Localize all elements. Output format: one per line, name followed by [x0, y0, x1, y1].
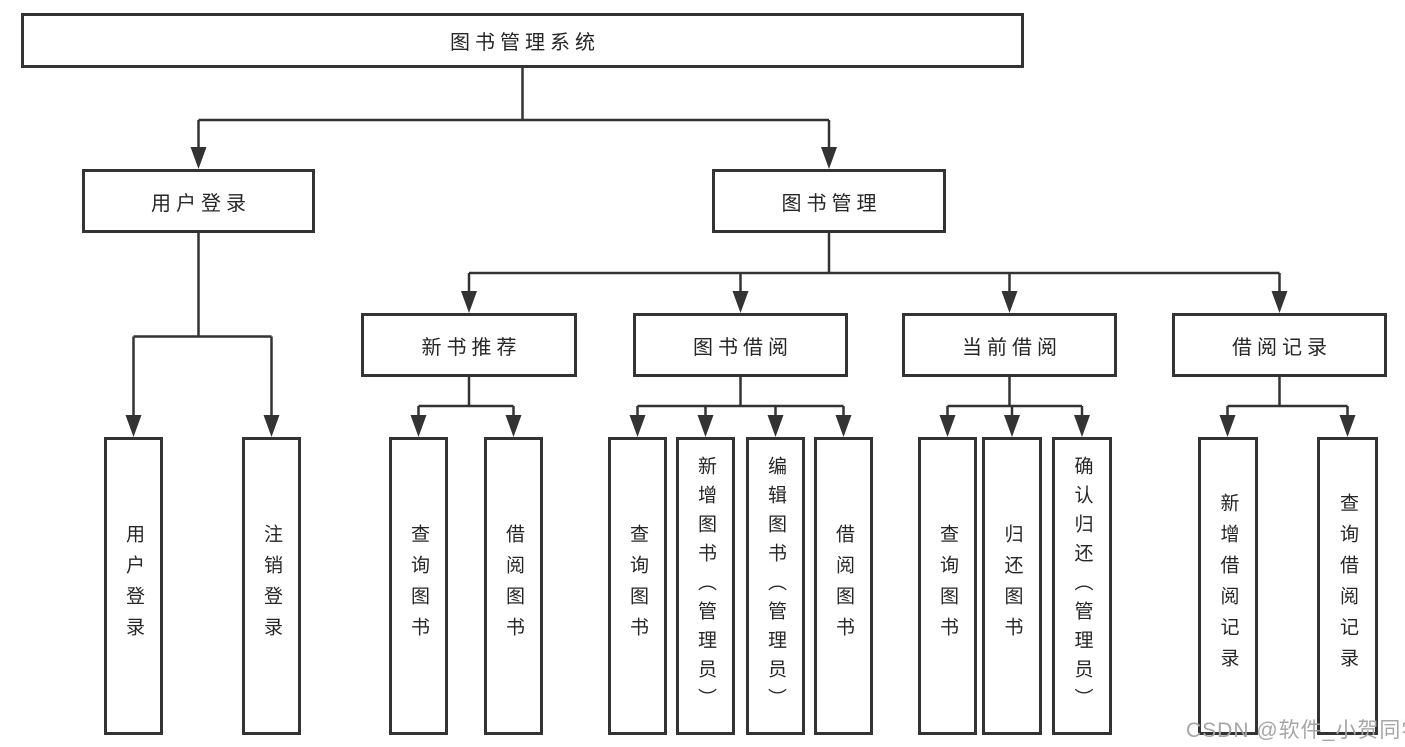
leaf-borrow-books: 借阅图书 — [814, 437, 873, 735]
node-label: 当前借阅 — [962, 336, 1062, 359]
node-new-book-recommendation: 新书推荐 — [361, 313, 577, 377]
leaf-add-borrow-record: 新增借阅记录 — [1198, 437, 1258, 735]
leaf-query-books-current: 查询图书 — [918, 437, 977, 735]
leaf-edit-book-admin: 编辑图书（管理员） — [746, 437, 805, 735]
leaf-borrow-books-recommend: 借阅图书 — [484, 437, 543, 735]
node-label: 用户登录 — [151, 192, 251, 215]
node-borrowing-records: 借阅记录 — [1172, 313, 1387, 377]
node-label: 借阅记录 — [1232, 336, 1332, 359]
node-library-management-system: 图书管理系统 — [21, 13, 1024, 68]
node-label: 图书管理 — [781, 192, 882, 215]
node-label: 确认归还（管理员） — [1071, 455, 1093, 717]
node-label: 查询图书 — [937, 524, 958, 648]
node-book-management: 图书管理 — [712, 169, 946, 233]
node-label: 查询图书 — [408, 524, 429, 648]
node-label: 借阅图书 — [503, 524, 524, 648]
node-label: 注销登录 — [261, 524, 282, 648]
leaf-logout: 注销登录 — [242, 437, 301, 735]
leaf-query-books-recommend: 查询图书 — [389, 437, 448, 735]
leaf-add-book-admin: 新增图书（管理员） — [676, 437, 735, 735]
node-label: 新书推荐 — [421, 336, 522, 359]
node-book-borrowing: 图书借阅 — [633, 313, 848, 377]
leaf-query-books-borrowing: 查询图书 — [608, 437, 667, 735]
node-label: 借阅图书 — [833, 524, 854, 648]
node-label: 查询借阅记录 — [1337, 493, 1358, 679]
leaf-user-login: 用户登录 — [104, 437, 163, 735]
node-current-borrowing: 当前借阅 — [902, 313, 1117, 377]
node-label: 查询图书 — [627, 524, 648, 648]
leaf-query-borrow-record: 查询借阅记录 — [1317, 437, 1378, 735]
node-label: 图书管理系统 — [450, 32, 600, 54]
node-user-login: 用户登录 — [82, 169, 315, 233]
leaf-confirm-return-admin: 确认归还（管理员） — [1052, 437, 1112, 735]
node-label: 编辑图书（管理员） — [765, 455, 786, 717]
node-label: 归还图书 — [1001, 524, 1023, 648]
node-label: 新增图书（管理员） — [695, 455, 716, 717]
node-label: 新增借阅记录 — [1217, 493, 1239, 679]
csdn-watermark: CSDN @软件_小贺同学 — [1186, 719, 1405, 742]
node-label: 用户登录 — [123, 524, 144, 648]
leaf-return-book: 归还图书 — [982, 437, 1042, 735]
node-label: 图书借阅 — [693, 336, 793, 359]
